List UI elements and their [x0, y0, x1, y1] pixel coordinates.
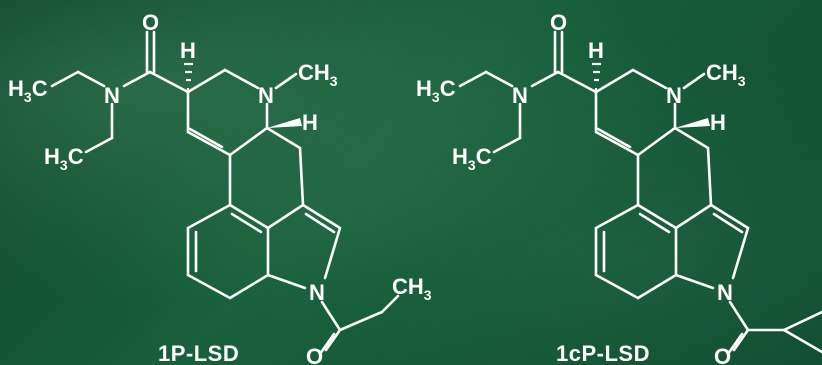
atom-label: O [306, 344, 323, 365]
bond [186, 203, 232, 230]
wedge-bond [267, 118, 302, 128]
atom-label: H [302, 110, 318, 135]
bond [274, 72, 298, 90]
atom-label: H [588, 38, 604, 63]
bond [530, 70, 560, 88]
bond [596, 127, 632, 149]
bond [732, 328, 750, 352]
bond [674, 273, 715, 290]
bond [265, 126, 302, 150]
bond [594, 130, 640, 157]
atom-label: O [550, 10, 567, 35]
atom-label: H [710, 110, 726, 135]
bond [84, 136, 114, 154]
atom-label: H3C [452, 144, 492, 173]
wedge-bond [675, 118, 710, 128]
bond [726, 332, 744, 356]
bond [228, 203, 270, 230]
bond [148, 70, 190, 94]
bond [186, 130, 232, 157]
atom-label: CH3 [298, 60, 338, 89]
bond [709, 203, 750, 230]
bond [674, 203, 713, 230]
bond [782, 310, 822, 332]
bond [636, 273, 678, 300]
bond [228, 126, 269, 157]
bond [673, 126, 710, 150]
bond [298, 146, 305, 207]
atom-label: N [717, 280, 733, 305]
bond [636, 126, 677, 157]
atom-label: N [309, 280, 325, 305]
bond [323, 226, 342, 280]
bond [712, 212, 744, 234]
bond [318, 332, 336, 356]
atom-label: H3C [44, 144, 84, 173]
atom-label: N [104, 83, 120, 108]
atom-label: CH3 [706, 60, 746, 89]
atom-label: O [142, 10, 159, 35]
molecule-1cp-lsd: O H N N CH3 H H3C H3C N O 1cP-LSD [416, 10, 822, 365]
bond [631, 68, 668, 90]
bond [731, 226, 750, 280]
bond [556, 70, 598, 94]
bond [266, 203, 305, 230]
bond [458, 70, 488, 88]
bond [228, 273, 270, 300]
bond [320, 300, 342, 332]
bond [223, 68, 260, 90]
bond [594, 68, 635, 94]
bond [122, 70, 152, 88]
bond [728, 300, 750, 332]
bond [682, 72, 706, 90]
bond [186, 68, 227, 94]
bond [301, 203, 342, 230]
molecule-1p-lsd: O H N N CH3 H H3C H3C N CH3 O 1P-LSD [8, 10, 432, 365]
atom-label: N [666, 83, 682, 108]
atom-label: CH3 [392, 274, 432, 303]
bond [782, 328, 822, 354]
bond [594, 203, 640, 230]
bond [484, 70, 514, 88]
bond [594, 273, 640, 300]
molecule-name: 1P-LSD [158, 341, 239, 365]
atom-label: H [180, 38, 196, 63]
bond [304, 212, 336, 234]
bond [186, 273, 232, 300]
bond [230, 212, 263, 234]
bond [266, 273, 307, 290]
atom-label: H3C [416, 76, 456, 105]
bond [76, 70, 106, 88]
atom-label: N [512, 83, 528, 108]
molecule-name: 1cP-LSD [556, 341, 650, 365]
bond [324, 328, 342, 352]
atom-label: O [714, 344, 731, 365]
atom-label: N [258, 83, 274, 108]
bond [492, 136, 522, 154]
bond [50, 70, 80, 88]
bond [338, 310, 384, 332]
bond [636, 203, 678, 230]
bond [638, 212, 671, 234]
bond [188, 127, 224, 149]
bond [706, 146, 713, 207]
bond [380, 294, 400, 314]
atom-label: H3C [8, 76, 48, 105]
